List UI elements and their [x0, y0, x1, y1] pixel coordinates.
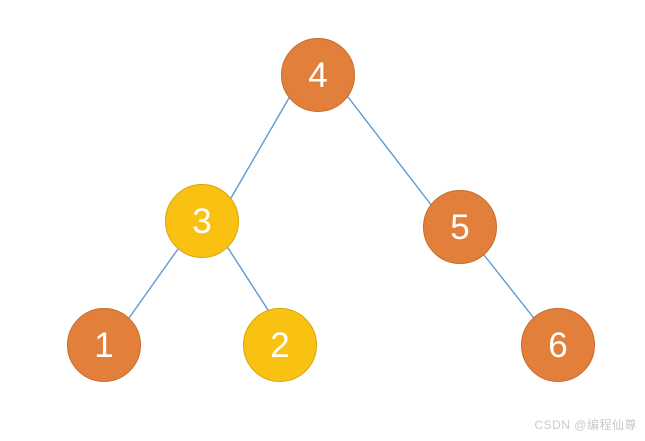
tree-node-label-4: 4 [308, 55, 328, 95]
tree-node-4[interactable]: 4 [281, 38, 355, 112]
tree-node-2[interactable]: 2 [243, 308, 317, 382]
tree-node-3[interactable]: 3 [165, 184, 239, 258]
csdn-watermark: CSDN @编程仙尊 [534, 418, 637, 432]
tree-edge-n5-n6 [483, 254, 534, 318]
tree-node-label-2: 2 [270, 325, 290, 365]
tree-edge-n4-n3 [230, 97, 290, 199]
tree-node-label-6: 6 [548, 325, 568, 365]
tree-edge-n3-n1 [128, 248, 179, 319]
tree-edges [128, 96, 534, 319]
tree-node-label-5: 5 [450, 207, 470, 247]
tree-node-label-3: 3 [192, 201, 212, 241]
tree-edge-n3-n2 [227, 247, 269, 311]
tree-node-6[interactable]: 6 [521, 308, 595, 382]
tree-edge-n4-n5 [347, 96, 433, 207]
tree-node-label-1: 1 [94, 325, 114, 365]
tree-node-5[interactable]: 5 [423, 190, 497, 264]
tree-node-1[interactable]: 1 [67, 308, 141, 382]
